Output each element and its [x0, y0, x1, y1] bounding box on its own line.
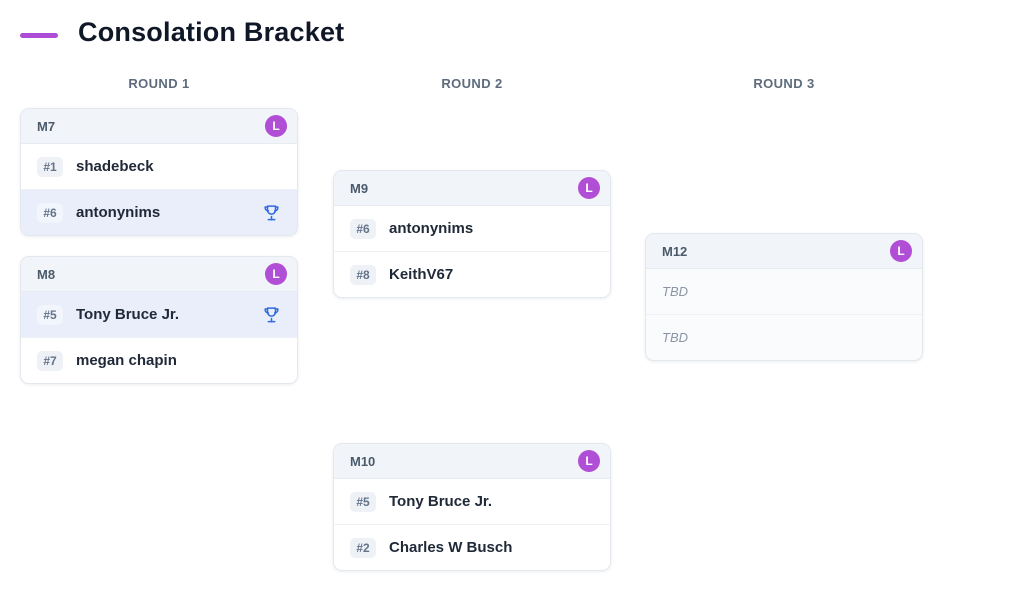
match-header: M7 L: [21, 109, 297, 144]
seed-badge: #5: [350, 491, 376, 512]
title-accent-dash: [20, 33, 58, 38]
player-row[interactable]: #6 antonynims: [334, 206, 610, 252]
player-row[interactable]: #1 shadebeck: [21, 144, 297, 190]
loser-bracket-badge: L: [578, 177, 600, 199]
round-3-label: ROUND 3: [753, 76, 815, 91]
seed-badge: #7: [37, 350, 63, 371]
match-header: M10 L: [334, 444, 610, 479]
match-header: M9 L: [334, 171, 610, 206]
player-name: antonynims: [76, 204, 161, 221]
match-id: M7: [37, 118, 56, 134]
player-name: Tony Bruce Jr.: [389, 493, 493, 510]
match-id: M8: [37, 266, 56, 282]
player-row-winner[interactable]: #5 Tony Bruce Jr.: [21, 292, 297, 338]
seed-badge: #5: [37, 304, 63, 325]
player-name: Tony Bruce Jr.: [76, 306, 180, 323]
player-row[interactable]: #2 Charles W Busch: [334, 525, 610, 570]
player-row[interactable]: #5 Tony Bruce Jr.: [334, 479, 610, 525]
match-id: M9: [350, 180, 369, 196]
match-card-m8[interactable]: M8 L #5 Tony Bruce Jr. #7 megan chapin: [20, 256, 298, 384]
loser-bracket-badge: L: [265, 263, 287, 285]
match-id: M10: [350, 453, 376, 469]
seed-badge: #1: [37, 156, 63, 177]
match-header: M12 L: [646, 234, 922, 269]
loser-bracket-badge: L: [265, 115, 287, 137]
player-row-tbd[interactable]: TBD: [646, 269, 922, 315]
player-row-tbd[interactable]: TBD: [646, 315, 922, 360]
player-row-winner[interactable]: #6 antonynims: [21, 190, 297, 235]
player-name: antonynims: [389, 220, 474, 237]
tbd-placeholder: TBD: [662, 330, 688, 345]
match-card-m10[interactable]: M10 L #5 Tony Bruce Jr. #2 Charles W Bus…: [333, 443, 611, 571]
player-name: megan chapin: [76, 352, 177, 369]
player-name: shadebeck: [76, 158, 154, 175]
seed-badge: #2: [350, 537, 376, 558]
loser-bracket-badge: L: [890, 240, 912, 262]
seed-badge: #8: [350, 264, 376, 285]
player-row[interactable]: #8 KeithV67: [334, 252, 610, 297]
match-card-m7[interactable]: M7 L #1 shadebeck #6 antonynims: [20, 108, 298, 236]
trophy-icon: [262, 305, 281, 324]
loser-bracket-badge: L: [578, 450, 600, 472]
round-1-label: ROUND 1: [128, 76, 190, 91]
player-row[interactable]: #7 megan chapin: [21, 338, 297, 383]
round-2-label: ROUND 2: [441, 76, 503, 91]
page-title: Consolation Bracket: [78, 17, 345, 47]
tbd-placeholder: TBD: [662, 284, 688, 299]
seed-badge: #6: [37, 202, 63, 223]
player-name: Charles W Busch: [389, 539, 513, 556]
match-id: M12: [662, 243, 688, 259]
match-card-m12[interactable]: M12 L TBD TBD: [645, 233, 923, 361]
trophy-icon: [262, 203, 281, 222]
match-header: M8 L: [21, 257, 297, 292]
seed-badge: #6: [350, 218, 376, 239]
match-card-m9[interactable]: M9 L #6 antonynims #8 KeithV67: [333, 170, 611, 298]
player-name: KeithV67: [389, 266, 454, 283]
